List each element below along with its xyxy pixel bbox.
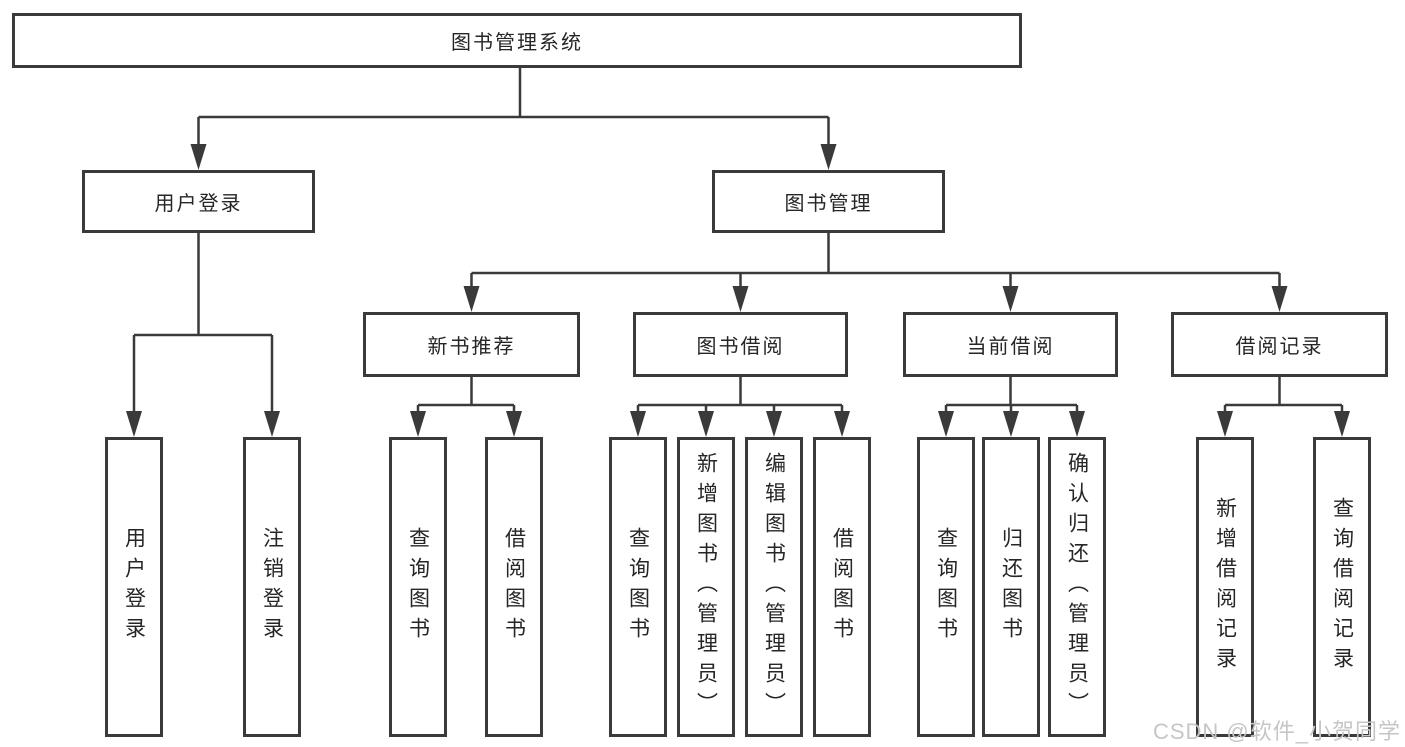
leaf-current-query-book: 查询图书	[917, 437, 975, 737]
leaf-current-return-book: 归还图书	[982, 437, 1040, 737]
node-current-borrow: 当前借阅	[903, 312, 1118, 377]
node-root-system: 图书管理系统	[12, 13, 1022, 68]
leaf-borrow-add-book-admin: 新增图书（管理员）	[677, 437, 735, 737]
leaf-record-add-record: 新增借阅记录	[1196, 437, 1254, 737]
leaf-logout: 注销登录	[243, 437, 301, 737]
leaf-borrow-query-book: 查询图书	[609, 437, 667, 737]
node-user-login: 用户登录	[82, 170, 315, 233]
leaf-user-login: 用户登录	[105, 437, 163, 737]
leaf-newbook-borrow-book: 借阅图书	[485, 437, 543, 737]
csdn-watermark: CSDN @软件_小贺同学	[1152, 719, 1401, 744]
leaf-borrow-edit-book-admin: 编辑图书（管理员）	[745, 437, 803, 737]
leaf-borrow-borrow-book: 借阅图书	[813, 437, 871, 737]
node-book-borrow: 图书借阅	[633, 312, 848, 377]
leaf-current-confirm-return-admin: 确认归还（管理员）	[1048, 437, 1106, 737]
node-borrow-record: 借阅记录	[1171, 312, 1388, 377]
leaf-record-query-record: 查询借阅记录	[1313, 437, 1371, 737]
leaf-newbook-query-book: 查询图书	[389, 437, 447, 737]
node-new-book-recommend: 新书推荐	[363, 312, 580, 377]
node-book-management: 图书管理	[712, 170, 945, 233]
